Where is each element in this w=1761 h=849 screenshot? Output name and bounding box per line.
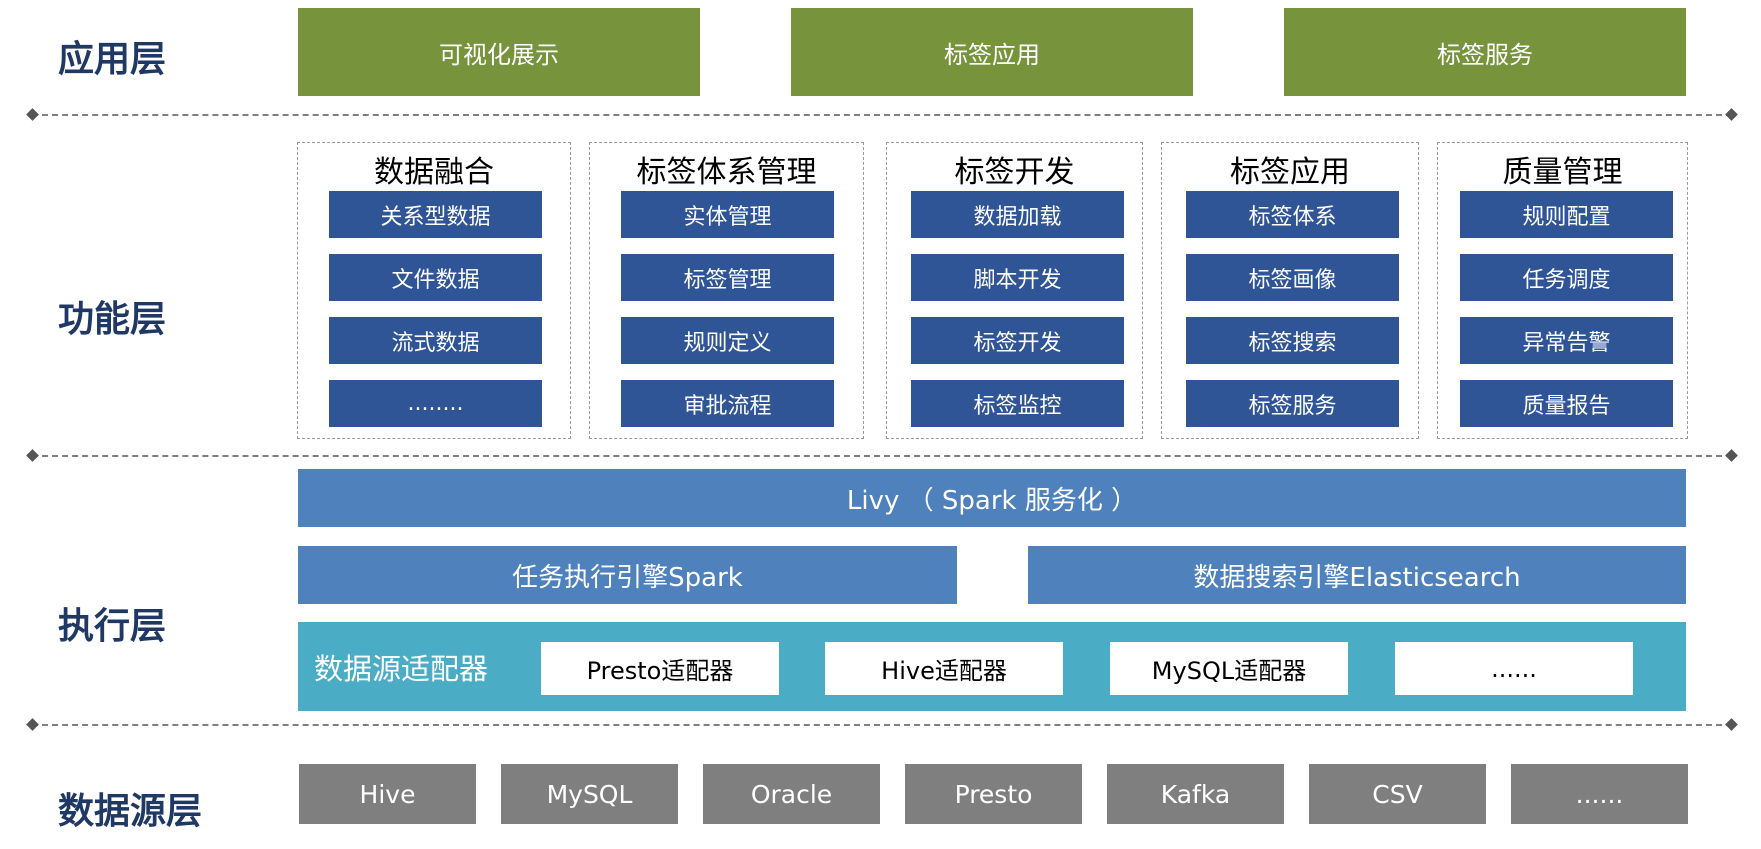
function-item: ........	[329, 380, 542, 427]
function-group-title: 标签体系管理	[636, 155, 817, 190]
adapter-panel-title: 数据源适配器	[314, 651, 489, 686]
app-box: 标签应用	[791, 8, 1193, 96]
function-item: 关系型数据	[329, 191, 542, 238]
function-item: 标签管理	[621, 254, 834, 301]
adapter-box: MySQL适配器	[1110, 642, 1348, 695]
adapter-box: Presto适配器	[541, 642, 779, 695]
function-group-title: 标签应用	[1230, 155, 1350, 190]
layer-label-datasource: 数据源层	[58, 791, 203, 832]
adapter-box: Hive适配器	[825, 642, 1063, 695]
datasource-adapter-panel: 数据源适配器 Presto适配器 Hive适配器 MySQL适配器 ......	[298, 622, 1686, 711]
datasource-box: Presto	[905, 764, 1082, 824]
app-box: 可视化展示	[298, 8, 700, 96]
function-group: 数据融合 关系型数据 文件数据 流式数据 ........	[297, 142, 571, 439]
function-group: 标签应用 标签体系 标签画像 标签搜索 标签服务	[1161, 142, 1419, 439]
function-item: 质量报告	[1460, 380, 1673, 427]
function-item: 脚本开发	[911, 254, 1124, 301]
function-item: 实体管理	[621, 191, 834, 238]
function-item: 标签监控	[911, 380, 1124, 427]
datasource-box: MySQL	[501, 764, 678, 824]
function-item: 数据加载	[911, 191, 1124, 238]
divider-application-function	[32, 114, 1732, 116]
datasource-box: Kafka	[1107, 764, 1284, 824]
datasource-box: Oracle	[703, 764, 880, 824]
function-item: 标签体系	[1186, 191, 1399, 238]
function-item: 异常告警	[1460, 317, 1673, 364]
function-group-title: 质量管理	[1502, 155, 1623, 190]
function-item: 标签搜索	[1186, 317, 1399, 364]
function-item: 规则定义	[621, 317, 834, 364]
layer-label-execution: 执行层	[58, 606, 167, 647]
spark-engine-bar: 任务执行引擎Spark	[298, 546, 957, 604]
function-group: 标签开发 数据加载 脚本开发 标签开发 标签监控	[886, 142, 1143, 439]
function-item: 任务调度	[1460, 254, 1673, 301]
livy-bar: Livy （ Spark 服务化 ）	[298, 469, 1686, 527]
layer-label-application: 应用层	[58, 39, 167, 80]
function-item: 标签画像	[1186, 254, 1399, 301]
function-item: 文件数据	[329, 254, 542, 301]
datasource-box: CSV	[1309, 764, 1486, 824]
es-engine-bar: 数据搜索引擎Elasticsearch	[1028, 546, 1686, 604]
function-item: 标签开发	[911, 317, 1124, 364]
function-item: 审批流程	[621, 380, 834, 427]
layer-label-function: 功能层	[58, 299, 167, 340]
divider-function-execution	[32, 455, 1732, 457]
function-item: 流式数据	[329, 317, 542, 364]
function-group-title: 标签开发	[954, 155, 1075, 190]
function-group: 标签体系管理 实体管理 标签管理 规则定义 审批流程	[589, 142, 864, 439]
adapter-box: ......	[1395, 642, 1633, 695]
function-item: 规则配置	[1460, 191, 1673, 238]
datasource-box: Hive	[299, 764, 476, 824]
function-group: 质量管理 规则配置 任务调度 异常告警 质量报告	[1437, 142, 1688, 439]
datasource-box: ......	[1511, 764, 1688, 824]
divider-execution-datasource	[32, 724, 1732, 726]
function-item: 标签服务	[1186, 380, 1399, 427]
app-box: 标签服务	[1284, 8, 1686, 96]
function-group-title: 数据融合	[374, 155, 494, 190]
